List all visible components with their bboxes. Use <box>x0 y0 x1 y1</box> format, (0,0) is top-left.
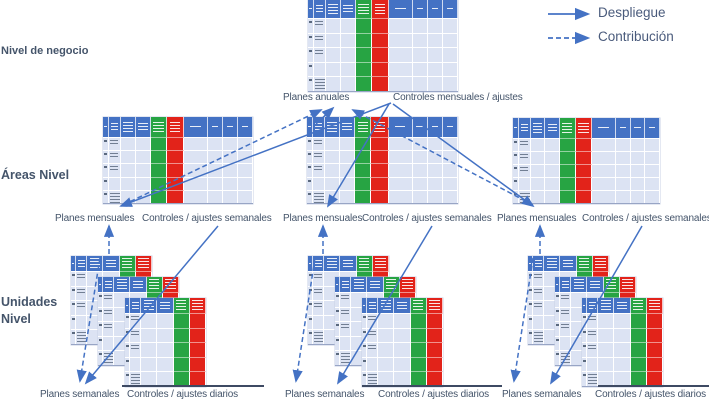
stack-baseline-right <box>598 385 709 387</box>
label-planes-mensuales-left: Planes mensuales <box>55 213 135 224</box>
legend-contribucion-label: Contribución <box>598 29 674 44</box>
label-controles-semanales-left: Controles / ajustes semanales <box>142 213 272 224</box>
board-unit-left-front <box>125 298 206 387</box>
label-controles-diarios-middle: Controles / ajustes diarios <box>378 389 490 400</box>
board-business <box>308 0 458 92</box>
board-area-middle <box>307 117 458 204</box>
board-unit-right-front <box>582 298 663 387</box>
label-controles-diarios-right: Controles / ajustes diarios <box>595 389 707 400</box>
label-planes-anuales: Planes anuales <box>283 92 350 103</box>
stack-baseline-middle <box>362 385 502 387</box>
label-controles-semanales-middle: Controles / ajustes semanales <box>362 213 492 224</box>
board-area-left <box>103 117 253 204</box>
board-area-right <box>513 118 660 204</box>
stack-baseline-left <box>122 385 264 387</box>
label-planes-semanales-left: Planes semanales <box>40 389 120 400</box>
label-controles-semanales-right: Controles / ajustes semanales <box>582 213 709 224</box>
legend-despliegue-label: Despliegue <box>598 5 666 20</box>
board-unit-middle-front <box>362 298 443 387</box>
label-planes-mensuales-middle: Planes mensuales <box>283 213 363 224</box>
level-label-business: Nivel de negocio <box>1 45 89 57</box>
label-planes-semanales-middle: Planes semanales <box>285 389 365 400</box>
label-controles-diarios-left: Controles / ajustes diarios <box>127 389 239 400</box>
label-planes-semanales-right: Planes semanales <box>502 389 582 400</box>
level-label-units: Unidades Nivel <box>1 295 58 326</box>
label-planes-mensuales-right: Planes mensuales <box>497 213 577 224</box>
level-label-areas: Áreas Nivel <box>1 168 70 182</box>
label-controles-mensuales: Controles mensuales / ajustes <box>393 92 523 103</box>
